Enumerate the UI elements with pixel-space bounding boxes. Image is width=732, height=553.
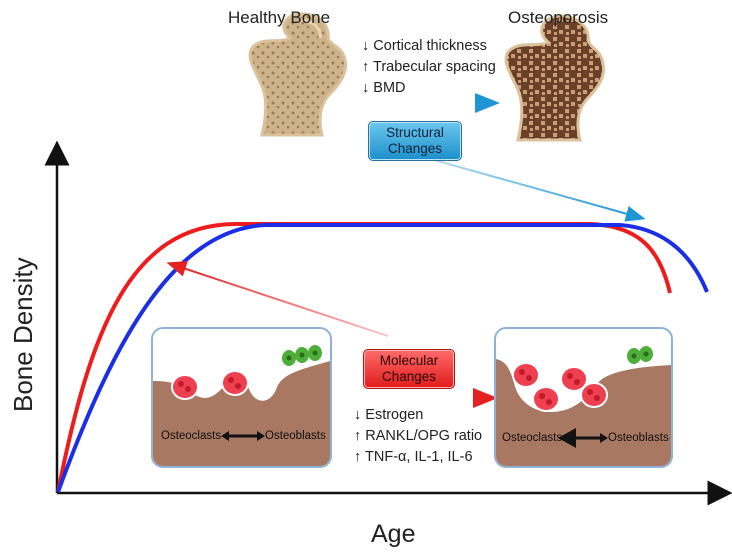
healthy-remodeling-panel: Osteoclasts Osteoblasts bbox=[151, 327, 332, 468]
molecular-arrow-diagonal bbox=[166, 261, 389, 337]
molecular-item-label: TNF-α, IL-1, IL-6 bbox=[365, 449, 473, 465]
molecular-item: ↓ Estrogen bbox=[354, 405, 482, 426]
osteoblasts-label: Osteoblasts bbox=[608, 432, 669, 444]
osteoclast-cell bbox=[580, 382, 608, 408]
structural-box-line2: Changes bbox=[387, 141, 443, 156]
osteoclast-cell bbox=[512, 362, 540, 388]
structural-item-label: BMD bbox=[373, 80, 406, 96]
structural-box-line1: Structural bbox=[386, 125, 444, 140]
osteoporosis-bone-image bbox=[504, 14, 605, 142]
up-arrow-icon: ↑ bbox=[354, 428, 362, 444]
structural-arrow-diagonal bbox=[419, 155, 646, 222]
y-axis-label: Bone Density bbox=[8, 257, 38, 412]
molecular-item: ↑ RANKL/OPG ratio bbox=[354, 426, 482, 447]
osteoporosis-remodeling-illustration bbox=[496, 346, 671, 466]
molecular-item-label: Estrogen bbox=[365, 407, 424, 423]
healthy-bone-title: Healthy Bone bbox=[228, 8, 331, 27]
structural-item: ↑ Trabecular spacing bbox=[362, 57, 496, 78]
down-arrow-icon: ↓ bbox=[362, 80, 370, 96]
molecular-list: ↓ Estrogen ↑ RANKL/OPG ratio ↑ TNF-α, IL… bbox=[354, 405, 482, 468]
structural-item-label: Trabecular spacing bbox=[373, 59, 496, 75]
healthy-remodeling-illustration bbox=[153, 345, 330, 466]
down-arrow-icon: ↓ bbox=[362, 38, 370, 54]
osteoclast-cell bbox=[171, 374, 199, 400]
up-arrow-icon: ↑ bbox=[362, 59, 370, 75]
structural-item: ↓ Cortical thickness bbox=[362, 36, 496, 57]
osteoblasts-label: Osteoblasts bbox=[265, 430, 326, 442]
osteoclasts-label: Osteoclasts bbox=[161, 430, 222, 442]
x-axis-label: Age bbox=[371, 520, 416, 548]
blue-curve bbox=[56, 223, 709, 493]
molecular-item: ↑ TNF-α, IL-1, IL-6 bbox=[354, 447, 482, 468]
molecular-box-line2: Changes bbox=[381, 369, 437, 384]
red-curve bbox=[56, 222, 672, 493]
osteoclasts-label: Osteoclasts bbox=[502, 432, 563, 444]
molecular-box-line1: Molecular bbox=[379, 353, 439, 368]
structural-changes-box: Structural Changes bbox=[368, 121, 462, 161]
up-arrow-icon: ↑ bbox=[354, 449, 362, 465]
osteoclast-cell bbox=[532, 386, 560, 412]
osteoporosis-remodeling-panel: Osteoclasts Osteoblasts bbox=[494, 327, 673, 468]
osteoblast-cells bbox=[282, 345, 322, 366]
molecular-item-label: RANKL/OPG ratio bbox=[365, 428, 483, 444]
structural-item: ↓ BMD bbox=[362, 78, 496, 99]
osteoclast-cell bbox=[560, 366, 588, 392]
osteoporosis-title: Osteoporosis bbox=[508, 8, 609, 27]
structural-item-label: Cortical thickness bbox=[373, 38, 487, 54]
molecular-changes-box: Molecular Changes bbox=[363, 349, 455, 389]
osteoblast-cells bbox=[627, 346, 653, 364]
healthy-bone-image bbox=[248, 12, 347, 137]
osteoclast-cell bbox=[221, 370, 249, 396]
structural-list: ↓ Cortical thickness ↑ Trabecular spacin… bbox=[362, 36, 496, 99]
down-arrow-icon: ↓ bbox=[354, 407, 362, 423]
